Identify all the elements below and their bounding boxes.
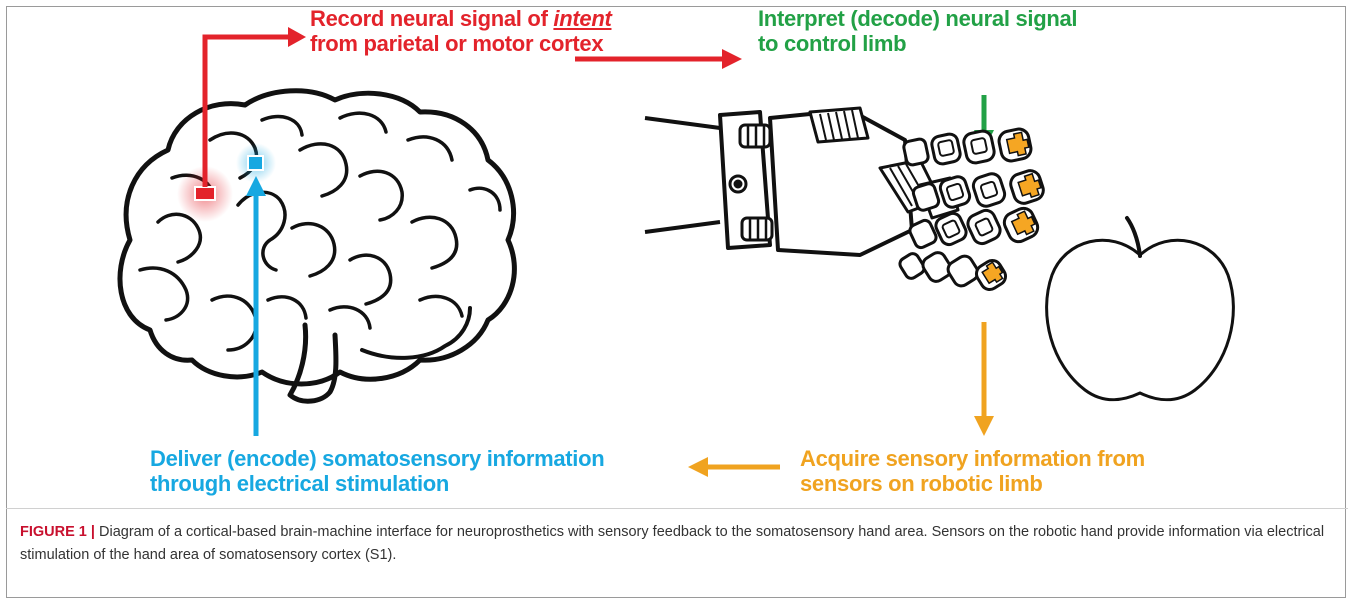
interpret-label: Interpret (decode) neural signal to cont… [758,6,1078,56]
robotic-hand-illustration [644,106,1045,292]
caption-divider [6,508,1348,509]
stimulation-electrode [247,155,264,171]
caption-text: Diagram of a cortical-based brain-machin… [20,524,1325,563]
record-arrow [202,27,306,187]
record-label-prefix: Record neural signal of [310,6,554,31]
acquire-label: Acquire sensory information from sensors… [800,446,1145,496]
stimulation-arrow [246,176,266,436]
brain-illustration [117,88,517,404]
record-electrode [194,186,216,201]
record-label-line2: from parietal or motor cortex [310,31,604,56]
deliver-label-line1: Deliver (encode) somatosensory informati… [150,446,605,471]
acquire-label-line1: Acquire sensory information from [800,446,1145,471]
record-label: Record neural signal of intent from pari… [310,6,612,56]
figure-label: FIGURE 1 | [20,524,95,540]
figure-caption: FIGURE 1 | Diagram of a cortical-based b… [20,521,1330,567]
record-to-interpret-arrow [575,49,742,69]
interpret-label-line2: to control limb [758,31,907,56]
record-label-intent: intent [553,6,612,31]
figure-frame [6,6,1346,598]
diagram-canvas [117,27,1235,477]
deliver-label: Deliver (encode) somatosensory informati… [150,446,605,496]
apple-illustration [1045,216,1235,402]
acquire-label-line2: sensors on robotic limb [800,471,1043,496]
fingertip-sensor-icons [981,131,1042,285]
acquire-arrow [974,322,994,436]
interpret-label-line1: Interpret (decode) neural signal [758,6,1078,31]
deliver-label-line2: through electrical stimulation [150,471,450,496]
feedback-arrow [688,457,780,477]
